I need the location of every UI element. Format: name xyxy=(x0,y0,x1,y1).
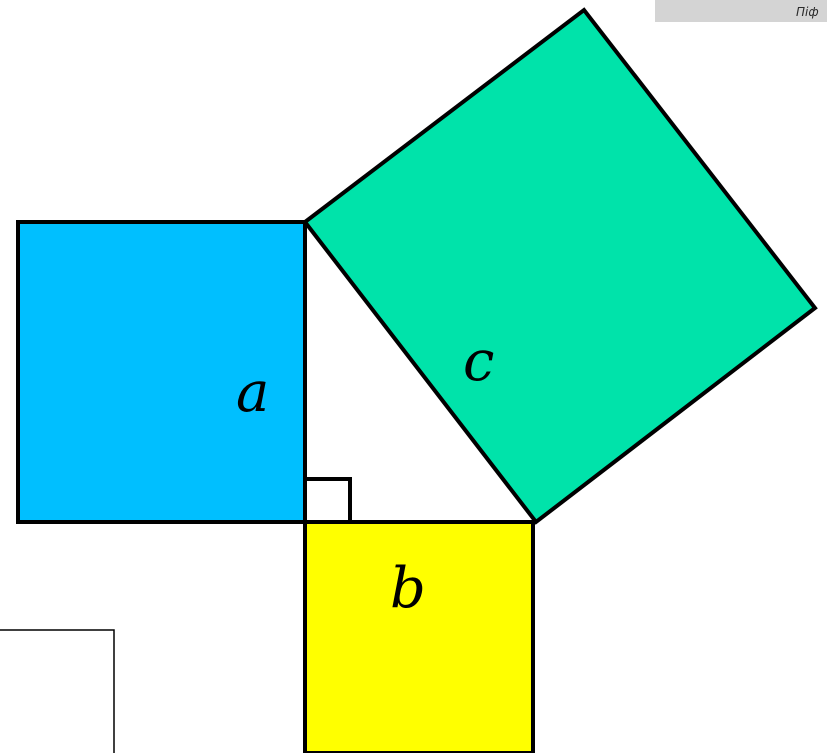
label-a: a xyxy=(236,360,269,425)
square-a xyxy=(16,220,307,524)
label-c: c xyxy=(463,329,494,394)
label-b: b xyxy=(390,556,426,621)
square-b xyxy=(303,520,535,753)
corner-caption: Піф xyxy=(796,5,819,19)
square-c xyxy=(302,7,818,525)
partial-outline-box xyxy=(0,629,115,753)
corner-image-strip xyxy=(655,0,827,22)
right-angle-marker xyxy=(305,477,352,522)
